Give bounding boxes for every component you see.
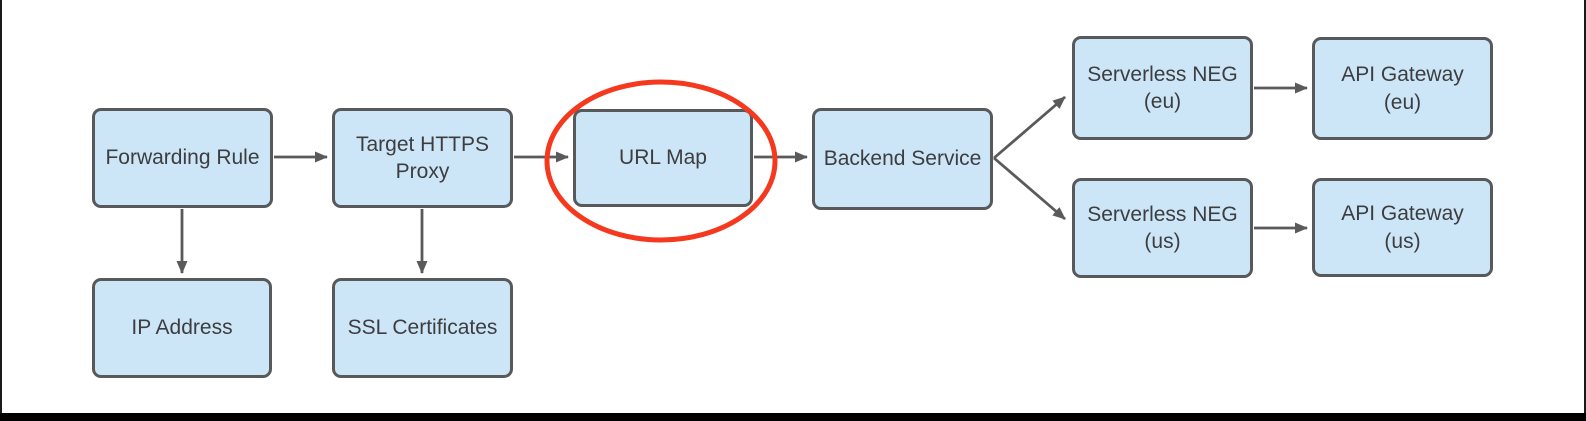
- node-label: API Gateway (eu): [1341, 63, 1464, 114]
- node-label: Forwarding Rule: [105, 146, 260, 170]
- node-api-gateway-eu: API Gateway (eu): [1312, 37, 1493, 140]
- node-ip-address: IP Address: [92, 278, 272, 378]
- node-api-gateway-us: API Gateway (us): [1312, 178, 1493, 277]
- node-label: URL Map: [619, 146, 707, 170]
- node-label: Serverless NEG (eu): [1087, 62, 1238, 113]
- node-label: IP Address: [131, 316, 233, 340]
- node-url-map: URL Map: [573, 109, 753, 207]
- node-label: SSL Certificates: [347, 316, 498, 340]
- right-edge-line: [1584, 0, 1586, 421]
- node-ssl-certificates: SSL Certificates: [332, 278, 513, 378]
- node-forwarding-rule: Forwarding Rule: [92, 108, 273, 208]
- node-target-https-proxy: Target HTTPS Proxy: [332, 108, 513, 208]
- node-label: API Gateway (us): [1341, 202, 1464, 253]
- connector-backend-neg-us: [993, 156, 1066, 221]
- node-label: Serverless NEG (us): [1087, 202, 1238, 253]
- left-edge-line: [0, 0, 2, 421]
- node-label: Backend Service: [823, 147, 982, 171]
- connector-backend-neg-eu: [993, 95, 1066, 160]
- node-serverless-neg-us: Serverless NEG (us): [1072, 178, 1253, 278]
- node-label: Target HTTPS Proxy: [355, 132, 490, 183]
- node-serverless-neg-eu: Serverless NEG (eu): [1072, 36, 1253, 140]
- bottom-edge-bar: [0, 413, 1586, 421]
- node-backend-service: Backend Service: [812, 108, 993, 210]
